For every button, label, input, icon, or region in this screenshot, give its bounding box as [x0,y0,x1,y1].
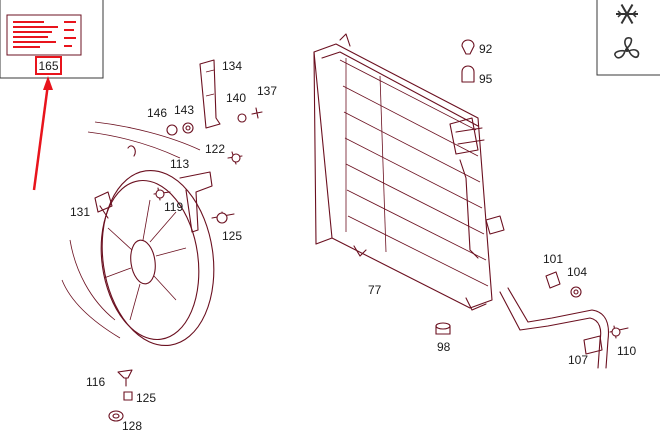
part-label-101[interactable]: 101 [543,252,563,266]
part-label-119[interactable]: 119 [164,200,183,214]
pointer-arrow [32,76,53,191]
part-label-165[interactable]: 165 [38,59,58,73]
part-label-128[interactable]: 128 [122,419,142,433]
part-label-137[interactable]: 137 [257,84,277,98]
part-label-146[interactable]: 146 [147,106,167,120]
part-label-125-lower[interactable]: 125 [136,391,156,405]
part-label-134[interactable]: 134 [222,59,242,73]
clip-parts [461,39,475,83]
part-label-125-upper[interactable]: 125 [222,229,242,243]
part-label-92[interactable]: 92 [479,42,493,56]
part-label-143[interactable]: 143 [174,103,194,117]
refrigerant-line [435,271,629,369]
mount-bracket [153,59,263,233]
fastener-set-bottom [108,369,133,422]
part-labels: 134 146 143 140 137 122 113 131 119 125 … [70,42,636,433]
climate-icons-panel [596,0,660,76]
part-label-110[interactable]: 110 [617,344,636,358]
fan-assembly [61,121,215,347]
snowflake-icon [616,3,638,25]
condenser [313,33,505,311]
part-label-113[interactable]: 113 [170,157,189,171]
part-label-104[interactable]: 104 [567,265,587,279]
part-label-107[interactable]: 107 [568,353,588,367]
part-label-116[interactable]: 116 [86,375,105,389]
part-label-95[interactable]: 95 [479,72,493,86]
part-label-77[interactable]: 77 [368,283,382,297]
part-label-122[interactable]: 122 [205,142,225,156]
reference-inset: 165 [0,0,104,79]
fan-icon [614,37,640,59]
part-label-131[interactable]: 131 [70,205,90,219]
part-label-140[interactable]: 140 [226,91,246,105]
part-label-98[interactable]: 98 [437,340,451,354]
